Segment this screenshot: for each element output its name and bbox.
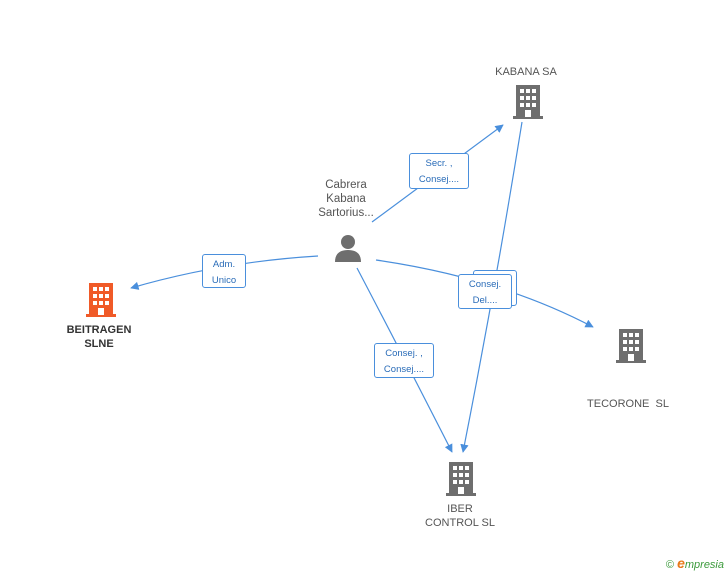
person-name-line-1: Cabrera [325, 179, 367, 191]
tecorone-label-text: TECORONE SL [587, 398, 669, 410]
tecorone-label[interactable]: TECORONE SL [578, 369, 678, 425]
edge-label-iber-line-1: Consej. , [385, 348, 423, 359]
edge-label-iber-line-2: Consej.... [383, 364, 425, 375]
beitragen-label-line-1: BEITRAGEN [66, 324, 132, 336]
edge-label-tecorone-line-1: Consej. [468, 279, 502, 290]
iber-label[interactable]: IBER CONTROL SL [410, 502, 510, 530]
building-icon[interactable] [446, 462, 476, 496]
beitragen-label[interactable]: BEITRAGEN SLNE [48, 323, 150, 351]
kabana-label[interactable]: KABANA SA [470, 65, 582, 79]
brand-e-letter: e [677, 555, 685, 571]
edge-label-beitragen-line-2: Unico [211, 275, 237, 286]
iber-label-line-1: IBER [447, 503, 473, 515]
edge-label-beitragen[interactable]: Adm. Unico [202, 254, 246, 288]
edge-label-beitragen-line-1: Adm. [212, 259, 236, 270]
person-name[interactable]: Cabrera Kabana Sartorius... [300, 178, 392, 220]
iber-label-line-2: CONTROL SL [425, 517, 495, 529]
edge-label-tecorone[interactable]: Consej. Del.... [458, 274, 512, 309]
kabana-label-text: KABANA SA [495, 66, 557, 78]
edge-label-kabana-line-1: Secr. , [425, 158, 453, 169]
edge-label-kabana-line-2: Consej.... [418, 174, 460, 185]
person-icon[interactable] [333, 233, 363, 263]
copyright-symbol: © [665, 559, 675, 571]
edge-label-kabana[interactable]: Secr. , Consej.... [409, 153, 469, 189]
person-name-line-2: Kabana [326, 193, 366, 205]
person-name-line-3: Sartorius... [318, 207, 374, 219]
beitragen-label-line-2: SLNE [84, 338, 114, 350]
edge-label-iber[interactable]: Consej. , Consej.... [374, 343, 434, 378]
brand-logo: © empresia [666, 555, 724, 571]
building-icon[interactable] [513, 85, 543, 119]
building-icon[interactable] [86, 283, 116, 317]
building-icon[interactable] [616, 329, 646, 363]
brand-name: mpresia [684, 559, 724, 571]
edge-label-tecorone-line-2: Del.... [472, 295, 498, 306]
